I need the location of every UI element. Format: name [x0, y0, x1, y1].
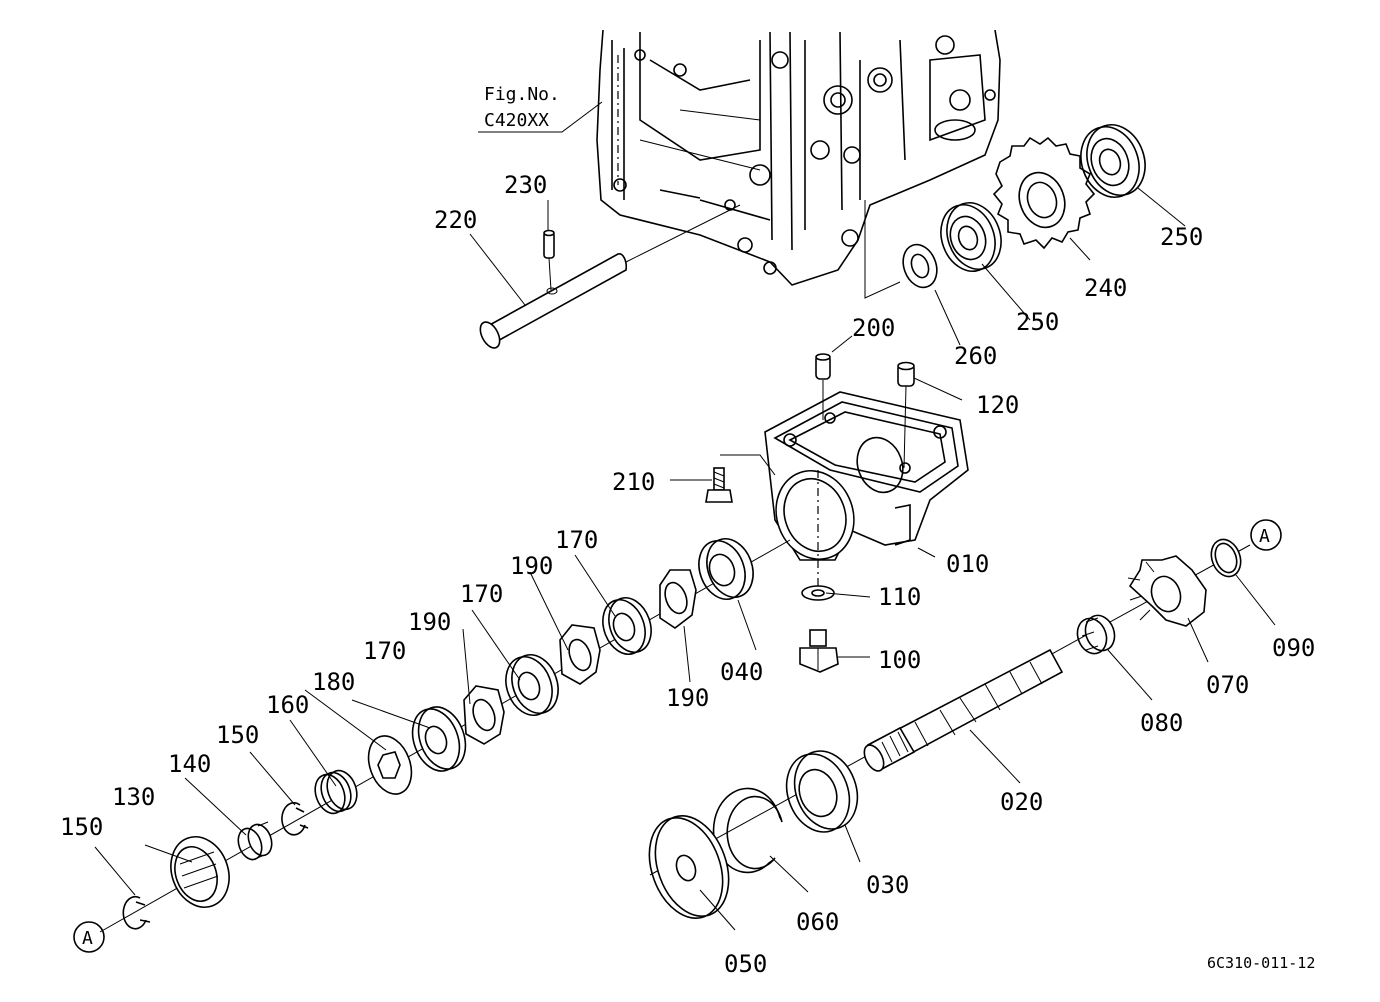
callout-080: 080 — [1140, 709, 1183, 737]
leader-lines — [94, 187, 1276, 931]
callout-180: 180 — [312, 668, 355, 696]
callout-260: 260 — [954, 342, 997, 370]
marker-a-left: A — [73, 921, 105, 953]
callout-190-mid: 190 — [510, 552, 553, 580]
callout-110: 110 — [878, 583, 921, 611]
gear-070 — [1127, 555, 1207, 627]
plate-190-top — [659, 569, 697, 629]
cover-050 — [648, 814, 730, 920]
plate-190-low — [463, 685, 505, 745]
case-to-collar-line — [864, 200, 901, 299]
marker-a-right-label: A — [1259, 526, 1270, 547]
callout-170-low: 170 — [363, 637, 406, 665]
plate-180 — [367, 735, 413, 795]
pin-230 — [543, 229, 555, 291]
callout-210: 210 — [612, 468, 655, 496]
spring-160 — [314, 769, 358, 815]
washer-110 — [801, 585, 835, 601]
callout-040: 040 — [720, 658, 763, 686]
disc-170-low — [411, 706, 467, 772]
marker-a-left-label: A — [82, 928, 93, 949]
transmission-case — [596, 29, 1001, 286]
collar-260 — [902, 243, 938, 289]
screw-210 — [705, 467, 733, 503]
disc-170-mid — [505, 654, 559, 716]
clip-150-lower — [122, 895, 151, 930]
callout-050: 050 — [724, 950, 767, 978]
callout-140: 140 — [168, 750, 211, 778]
callout-190-low: 190 — [408, 608, 451, 636]
callout-170-mid: 170 — [460, 580, 503, 608]
gear-240 — [992, 136, 1096, 250]
collar-140 — [237, 821, 273, 861]
snap-ring-060 — [712, 787, 783, 874]
callout-190-top: 190 — [666, 684, 709, 712]
ring-090 — [1210, 538, 1242, 578]
callout-150-lower: 150 — [60, 813, 103, 841]
callout-020: 020 — [1000, 788, 1043, 816]
callout-010: 010 — [946, 550, 989, 578]
callout-160: 160 — [266, 691, 309, 719]
callout-090: 090 — [1272, 634, 1315, 662]
callout-200: 200 — [852, 314, 895, 342]
pin-200 — [815, 353, 831, 420]
callout-170-top: 170 — [555, 526, 598, 554]
callout-250-upper: 250 — [1160, 223, 1203, 251]
callout-220: 220 — [434, 206, 477, 234]
callout-150-upper: 150 — [216, 721, 259, 749]
ring-040 — [698, 538, 754, 600]
callout-250-lower: 250 — [1016, 308, 1059, 336]
callout-240: 240 — [1084, 274, 1127, 302]
bearing-030 — [785, 750, 859, 833]
callout-100: 100 — [878, 646, 921, 674]
plate-190-mid — [559, 624, 601, 685]
callout-070: 070 — [1206, 671, 1249, 699]
screw-210-leader-to-housing — [720, 454, 776, 476]
figure-reference: Fig.No. C420XX — [478, 84, 603, 133]
callout-labels: 010 020 030 040 050 060 070 080 090 100 … — [60, 171, 1315, 978]
pin-120 — [897, 361, 915, 469]
hub-130 — [170, 836, 230, 908]
clip-150-upper — [281, 802, 309, 836]
callout-030: 030 — [866, 871, 909, 899]
bearing-080 — [1076, 614, 1116, 655]
shaft-220 — [479, 204, 741, 349]
disc-170-top — [602, 597, 652, 655]
callout-130: 130 — [112, 783, 155, 811]
housing-010 — [764, 391, 969, 592]
shaft-020 — [863, 648, 1064, 772]
figure-ref-line1: Fig.No. — [484, 84, 560, 105]
marker-a-right: A — [1250, 519, 1282, 551]
figure-ref-line2: C420XX — [484, 110, 549, 131]
callout-060: 060 — [796, 908, 839, 936]
callout-120: 120 — [976, 391, 1019, 419]
bearing-250-upper — [1080, 124, 1146, 198]
bearing-250-lower — [940, 202, 1002, 272]
drawing-code: 6C310-011-12 — [1207, 954, 1315, 972]
plug-100 — [799, 629, 839, 673]
callout-230: 230 — [504, 171, 547, 199]
